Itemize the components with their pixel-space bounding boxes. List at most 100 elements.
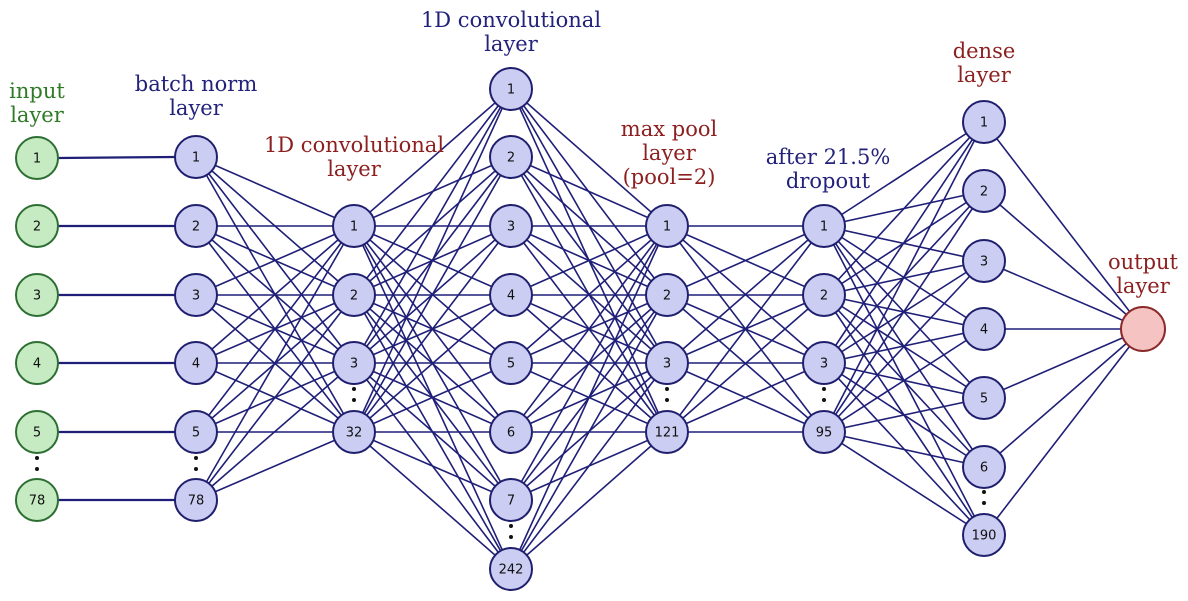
dense-node-label: 2 bbox=[980, 185, 988, 200]
conv1-node: 2 bbox=[332, 273, 376, 317]
conv2-node-label: 5 bbox=[507, 357, 515, 372]
maxpool-node-circle bbox=[645, 410, 689, 454]
dense-node: 3 bbox=[962, 239, 1006, 283]
edge-batch-norm-6-to-conv1-2 bbox=[195, 294, 355, 501]
edge-dense-7-to-output-1 bbox=[983, 328, 1144, 536]
conv2-node-label: 2 bbox=[507, 151, 515, 166]
edge-dense-1-to-output-1 bbox=[983, 121, 1144, 330]
conv2-node-label: 6 bbox=[507, 426, 515, 441]
input-node-circle bbox=[15, 478, 59, 522]
dropout-ellipsis-dot bbox=[822, 398, 826, 402]
dropout-node: 3 bbox=[802, 341, 846, 385]
edge-maxpool-4-to-dropout-3 bbox=[666, 362, 825, 433]
edge-input-1-to-batch-norm-1 bbox=[57, 155, 176, 160]
edge-batch-norm-6-to-conv1-3 bbox=[195, 362, 355, 501]
edge-conv2-8-to-maxpool-3 bbox=[510, 362, 668, 570]
dense-node-circle bbox=[962, 100, 1006, 144]
dense-node: 5 bbox=[962, 376, 1006, 420]
edge-conv1-1-to-conv2-1 bbox=[353, 88, 512, 227]
maxpool-node: 2 bbox=[645, 273, 689, 317]
batch-norm-node: 78 bbox=[174, 478, 218, 522]
conv1-node: 32 bbox=[332, 410, 376, 454]
conv1-node: 3 bbox=[332, 341, 376, 385]
batch-norm-node-circle bbox=[174, 204, 218, 248]
connection-edges bbox=[57, 88, 1144, 570]
dropout-node-label: 2 bbox=[820, 289, 828, 304]
maxpool-node: 121 bbox=[645, 410, 689, 454]
edge-conv2-8-to-maxpool-1 bbox=[510, 225, 668, 570]
dropout-node: 1 bbox=[802, 204, 846, 248]
batch-norm-node-label: 2 bbox=[192, 220, 200, 235]
dropout-node-label: 1 bbox=[820, 220, 828, 235]
input-node: 4 bbox=[15, 341, 59, 385]
dense-node-label: 5 bbox=[980, 392, 988, 407]
dense-node-circle bbox=[962, 169, 1006, 213]
dropout-layer-title-line: after 21.5% bbox=[766, 145, 891, 169]
batch-norm-node-label: 3 bbox=[192, 289, 200, 304]
conv1-ellipsis-dot bbox=[352, 398, 356, 402]
conv1-node: 1 bbox=[332, 204, 376, 248]
edge-dropout-3-to-dense-1 bbox=[823, 121, 985, 364]
dense-node-circle bbox=[962, 307, 1006, 351]
dense-node: 190 bbox=[962, 513, 1006, 557]
batch-norm-node-label: 1 bbox=[192, 151, 200, 166]
dense-node-label: 6 bbox=[980, 461, 988, 476]
edge-batch-norm-6-to-conv1-1 bbox=[195, 225, 355, 501]
edge-conv2-5-to-maxpool-1 bbox=[510, 225, 668, 364]
dense-node-label: 4 bbox=[980, 323, 988, 338]
dense-ellipsis-dot bbox=[982, 501, 986, 505]
input-node-label: 3 bbox=[33, 289, 41, 304]
batch-norm-node-label: 5 bbox=[192, 426, 200, 441]
edge-batch-norm-5-to-conv1-1 bbox=[195, 225, 355, 433]
conv2-node-circle bbox=[489, 273, 533, 317]
input-node-label: 78 bbox=[29, 494, 46, 509]
input-node-circle bbox=[15, 204, 59, 248]
edge-conv2-2-to-maxpool-1 bbox=[510, 156, 668, 227]
edge-batch-norm-6-to-conv1-4 bbox=[195, 431, 355, 501]
dense-node-circle bbox=[962, 376, 1006, 420]
batch-norm-ellipsis-dot bbox=[194, 467, 198, 471]
conv1-node-label: 2 bbox=[350, 289, 358, 304]
dense-layer-title-line: layer bbox=[957, 63, 1012, 87]
conv2-node-label: 4 bbox=[507, 289, 515, 304]
conv1-node-circle bbox=[332, 341, 376, 385]
dense-node: 2 bbox=[962, 169, 1006, 213]
dropout-layer-title: after 21.5%dropout bbox=[766, 145, 891, 193]
conv2-layer-title-line: 1D convolutional bbox=[421, 8, 601, 32]
edge-dense-2-to-output-1 bbox=[983, 190, 1144, 330]
input-node: 78 bbox=[15, 478, 59, 522]
input-node: 3 bbox=[15, 273, 59, 317]
dropout-layer-title-line: dropout bbox=[786, 169, 871, 193]
edge-batch-norm-3-to-conv1-1 bbox=[195, 225, 355, 296]
output-node bbox=[1120, 306, 1166, 352]
conv1-layer-title-line: 1D convolutional bbox=[264, 133, 444, 157]
conv2-node: 2 bbox=[489, 135, 533, 179]
edge-conv1-4-to-conv2-4 bbox=[353, 294, 512, 433]
maxpool-node-label: 121 bbox=[655, 426, 680, 441]
batch-norm-layer-title-line: batch norm bbox=[135, 72, 258, 96]
conv2-node-circle bbox=[489, 547, 533, 591]
conv2-node-circle bbox=[489, 204, 533, 248]
conv2-node: 4 bbox=[489, 273, 533, 317]
dropout-node-circle bbox=[802, 410, 846, 454]
conv1-node-circle bbox=[332, 204, 376, 248]
dense-node: 1 bbox=[962, 100, 1006, 144]
batch-norm-node-circle bbox=[174, 273, 218, 317]
edge-conv1-4-to-conv2-3 bbox=[353, 225, 512, 433]
dense-node-circle bbox=[962, 445, 1006, 489]
maxpool-node-circle bbox=[645, 204, 689, 248]
maxpool-layer-title-line: layer bbox=[642, 141, 697, 165]
batch-norm-node-circle bbox=[174, 478, 218, 522]
conv2-ellipsis-dot bbox=[509, 535, 513, 539]
edge-dropout-4-to-dense-5 bbox=[823, 397, 985, 433]
edge-conv1-4-to-conv2-2 bbox=[353, 156, 512, 433]
edge-conv2-4-to-maxpool-1 bbox=[510, 225, 668, 296]
edge-dropout-4-to-dense-3 bbox=[823, 260, 985, 433]
maxpool-node-label: 3 bbox=[663, 357, 671, 372]
edge-conv2-1-to-maxpool-1 bbox=[510, 88, 668, 227]
